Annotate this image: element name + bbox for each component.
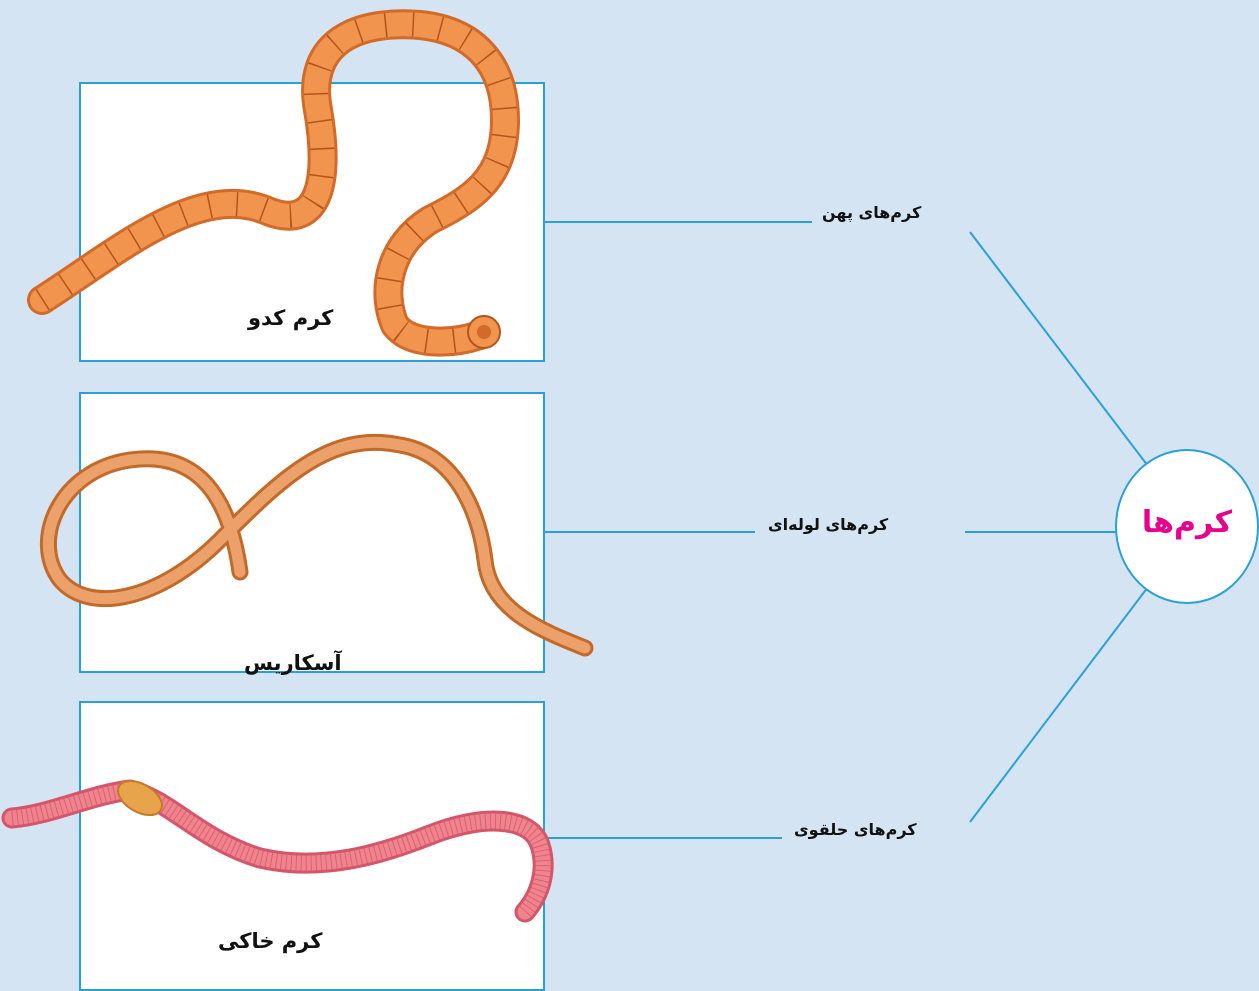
worms-hub-circle — [1115, 449, 1259, 604]
flatworms-label: کرم‌های پهن — [822, 203, 922, 222]
tapeworm-illustration — [27, 9, 520, 357]
earthworm-illustration — [1, 779, 554, 923]
worms-hub-label: کرم‌ها — [1141, 505, 1233, 540]
connector-lines — [545, 221, 1149, 839]
connector-flat-hub — [969, 231, 1149, 467]
tapeworm-caption: کرم کدو — [248, 306, 334, 330]
ascaris-panel — [79, 392, 545, 673]
earthworm-clitellum — [117, 779, 163, 817]
roundworms-label: کرم‌های لوله‌ای — [768, 515, 889, 534]
earthworm-caption: کرم خاکی — [218, 929, 323, 953]
segmented-worms-label: کرم‌های حلقوی — [794, 820, 917, 839]
connector-ring-hub — [969, 586, 1149, 823]
ascaris-caption: آسکاریس — [244, 651, 342, 675]
ascaris-illustration — [39, 433, 594, 657]
